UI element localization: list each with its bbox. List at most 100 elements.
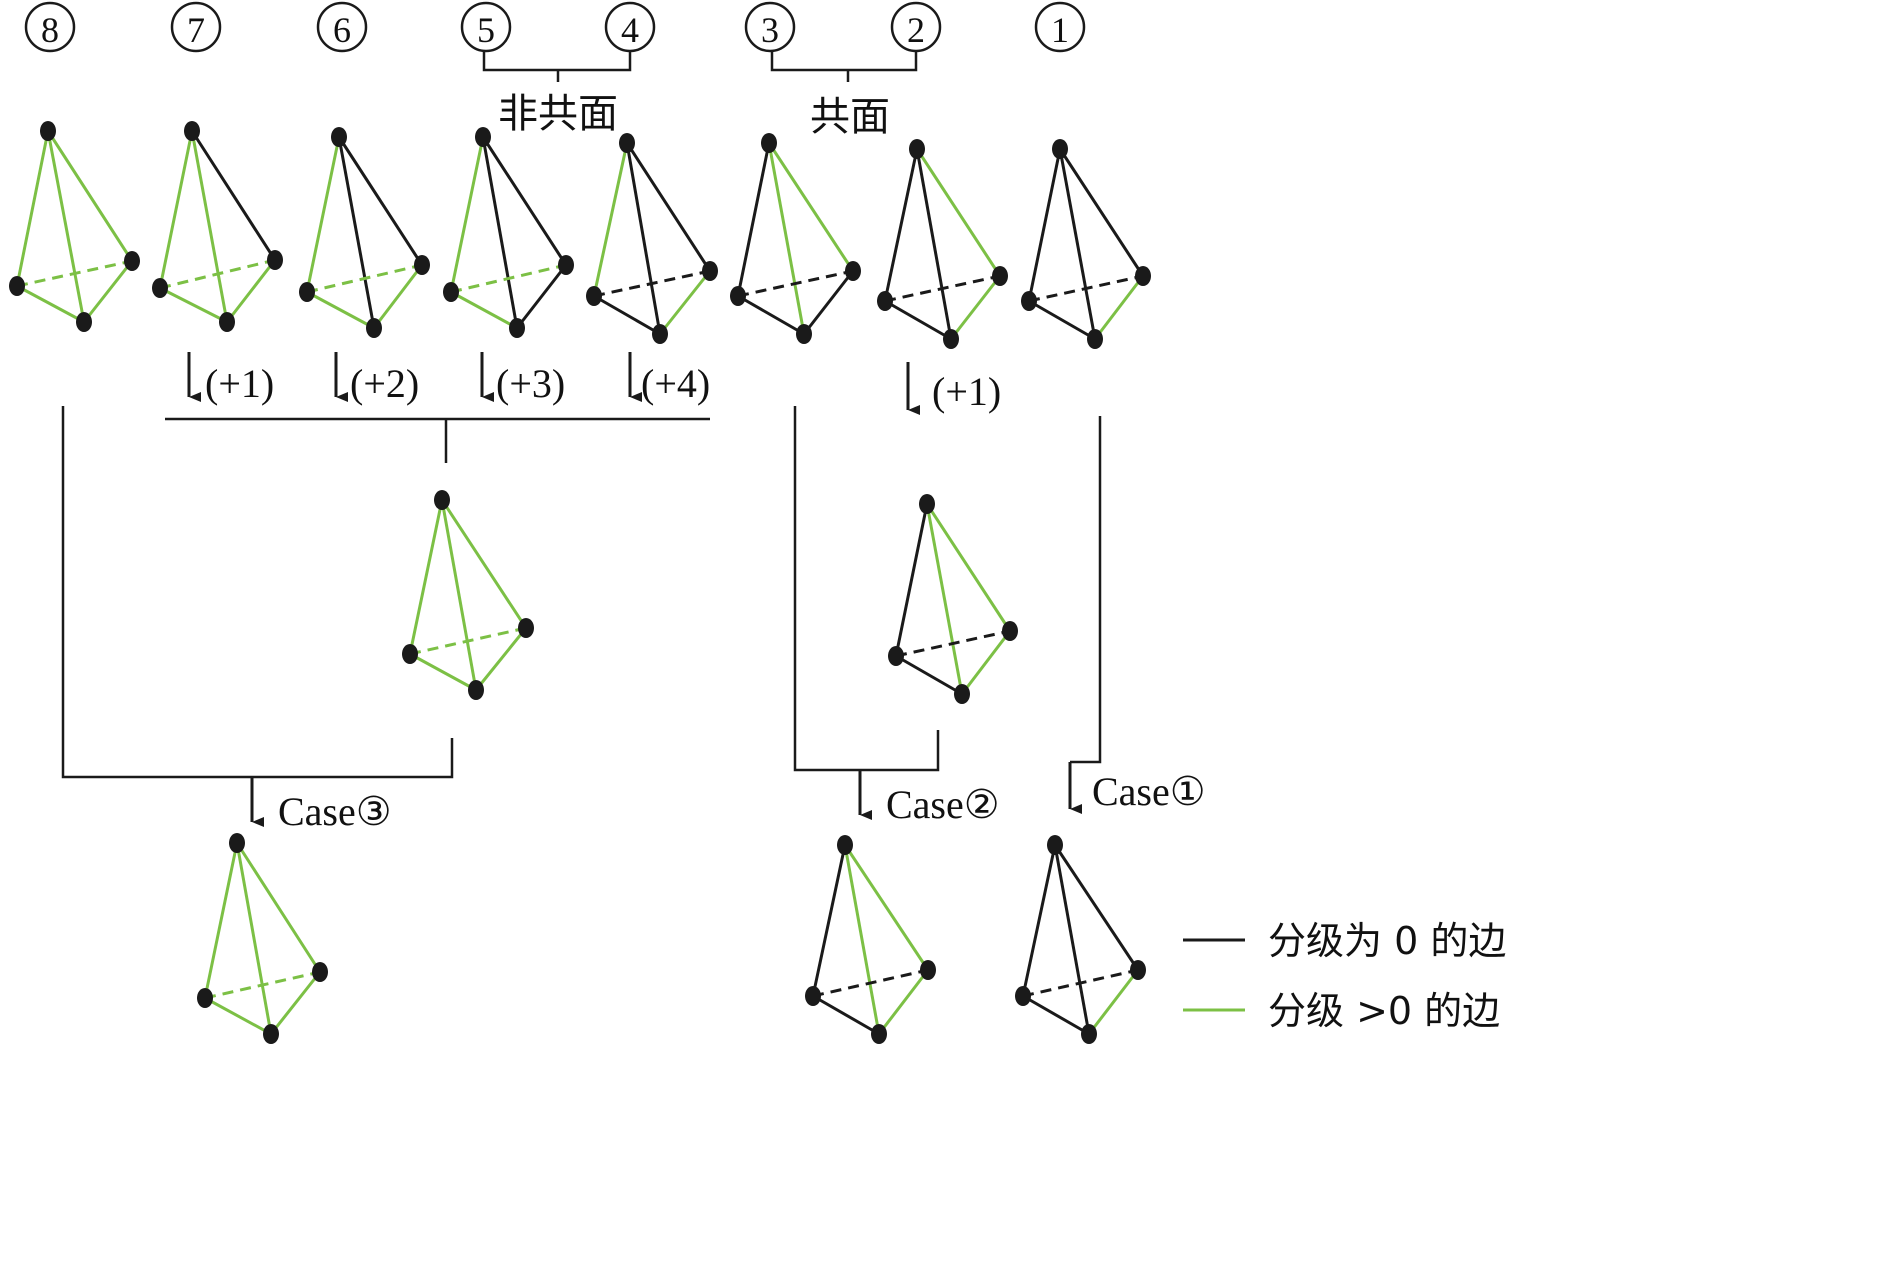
edge-lr [159, 258, 276, 290]
svg-text:7: 7 [187, 10, 205, 50]
edge-al [592, 142, 629, 297]
vertex-a [331, 127, 347, 147]
edge-lr [737, 269, 854, 298]
circled-number-4: 4 [604, 1, 656, 53]
tetrahedron-case-diagram: 8 7 6 5 4 3 2 1 [9, 1, 1506, 1044]
edge-ar [190, 130, 277, 261]
edge-br [1093, 275, 1145, 340]
edge-al [15, 130, 50, 287]
edge-br [269, 971, 322, 1035]
circled-number-7: 7 [170, 1, 222, 53]
noncoplanar-label: 非共面 [498, 91, 618, 137]
edge-ar [1058, 148, 1145, 277]
edge-lr [16, 259, 133, 288]
svg-text:2: 2 [907, 10, 925, 50]
edge-lb [306, 290, 375, 330]
vertex-b [943, 329, 959, 349]
edge-lb [1022, 994, 1090, 1036]
vertex-a [184, 121, 200, 141]
vertex-r [702, 261, 718, 281]
vertex-b [366, 318, 382, 338]
edge-ab [625, 142, 662, 335]
tet-case2 [805, 835, 936, 1044]
vertex-a [619, 133, 635, 153]
edge-lr [450, 263, 567, 294]
edge-ab [481, 136, 519, 329]
edge-ar [925, 503, 1012, 632]
edge-lr [895, 629, 1011, 658]
vertex-a [434, 490, 450, 510]
vertex-r [992, 266, 1008, 286]
edge-al [408, 499, 444, 655]
connector-lines [61, 406, 1102, 779]
edge-lb [16, 284, 85, 324]
vertex-a [475, 127, 491, 147]
vertex-b [954, 684, 970, 704]
tet-8 [9, 121, 140, 332]
increment-label-1: (+1) [205, 361, 274, 406]
edge-al [305, 136, 341, 293]
vertex-a [1052, 139, 1068, 159]
edge-ar [625, 142, 712, 272]
edge-lr [884, 274, 1001, 303]
edge-br [474, 627, 528, 691]
increment-label-2: (+2) [350, 361, 419, 406]
vertex-b [509, 318, 525, 338]
vertex-b [1081, 1024, 1097, 1044]
vertex-r [518, 618, 534, 638]
svg-text:6: 6 [333, 10, 351, 50]
vertex-l [1015, 986, 1031, 1006]
edge-lr [1022, 968, 1139, 998]
edge-br [1087, 969, 1140, 1035]
edge-ab [46, 130, 86, 323]
circled-number-5: 5 [460, 1, 512, 53]
edge-lb [409, 652, 477, 692]
edge-ar [46, 130, 134, 262]
edge-br [802, 270, 855, 335]
vertex-b [652, 324, 668, 344]
legend-positive-label: 分级 >0 的边 [1268, 989, 1500, 1033]
vertex-r [845, 261, 861, 281]
edge-ar [337, 136, 424, 266]
edge-lr [593, 269, 711, 298]
svg-text:3: 3 [761, 10, 779, 50]
vertex-a [909, 139, 925, 159]
edge-br [515, 264, 568, 329]
vertex-r [414, 255, 430, 275]
vertex-l [888, 646, 904, 666]
edge-al [203, 842, 239, 999]
edge-ab [235, 842, 273, 1035]
edge-ab [440, 499, 478, 691]
tet-merged-coplanar [888, 494, 1018, 704]
tet-case3 [197, 833, 328, 1044]
edge-br [225, 259, 277, 323]
edge-ar [843, 844, 930, 971]
vertex-a [229, 833, 245, 853]
edge-ab [1058, 148, 1097, 340]
circled-number-1: 1 [1034, 1, 1086, 53]
circled-number-labels: 8 7 6 5 4 3 2 1 [24, 1, 1086, 53]
coplanar-bracket [770, 52, 918, 82]
edge-ab [915, 148, 953, 340]
edge-ab [190, 130, 229, 323]
edge-al [883, 148, 919, 302]
vertex-b [76, 312, 92, 332]
vertex-l [1021, 291, 1037, 311]
edge-al [1027, 148, 1062, 302]
edge-lb [812, 994, 880, 1036]
edge-ab [925, 503, 964, 695]
tetrahedra-layer [9, 121, 1151, 1044]
edge-ab [843, 844, 881, 1035]
circled-number-3: 3 [744, 1, 796, 53]
circled-number-8: 8 [24, 1, 76, 53]
vertex-l [402, 644, 418, 664]
edge-al [158, 130, 194, 289]
edge-lr [812, 968, 929, 998]
legend: 分级为 0 的边 分级 >0 的边 [1183, 919, 1506, 1033]
vertex-l [586, 286, 602, 306]
vertex-r [312, 962, 328, 982]
edge-lb [737, 294, 805, 336]
vertex-b [796, 324, 812, 344]
tet-3 [730, 133, 861, 344]
case3-bracket [61, 406, 454, 779]
